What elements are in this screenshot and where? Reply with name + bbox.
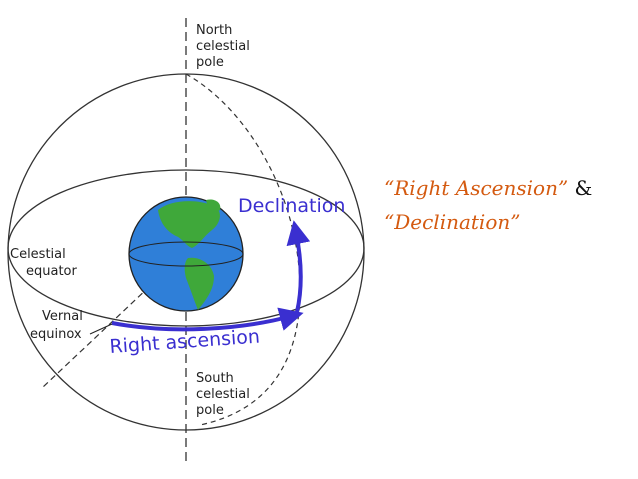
caption-ampersand: &: [568, 176, 593, 200]
declination-label: Declination: [238, 195, 345, 217]
vernal-equinox-label: Vernal equinox: [30, 309, 87, 342]
caption-line-1: “Right Ascension” &: [384, 171, 634, 205]
greenland-landmass: [206, 199, 221, 212]
vernal-pointer: [89, 323, 113, 335]
north-america-landmass: [158, 201, 220, 248]
right-ascension-label: Right ascension: [109, 326, 261, 358]
slide-caption: “Right Ascension” & “Declination”: [384, 171, 634, 239]
earth-globe: [128, 196, 244, 312]
caption-line-2: “Declination”: [384, 210, 521, 234]
declination-arrow: [286, 220, 311, 313]
earth-equator: [128, 241, 244, 267]
south-pole-label: South celestial pole: [196, 371, 254, 418]
right-ascension-arrow: [111, 307, 304, 332]
caption-right-ascension: “Right Ascension”: [384, 176, 569, 200]
north-pole-label: North celestial pole: [196, 23, 254, 70]
celestial-equator-label: Celestial equator: [10, 247, 78, 279]
south-america-landmass: [184, 257, 214, 310]
